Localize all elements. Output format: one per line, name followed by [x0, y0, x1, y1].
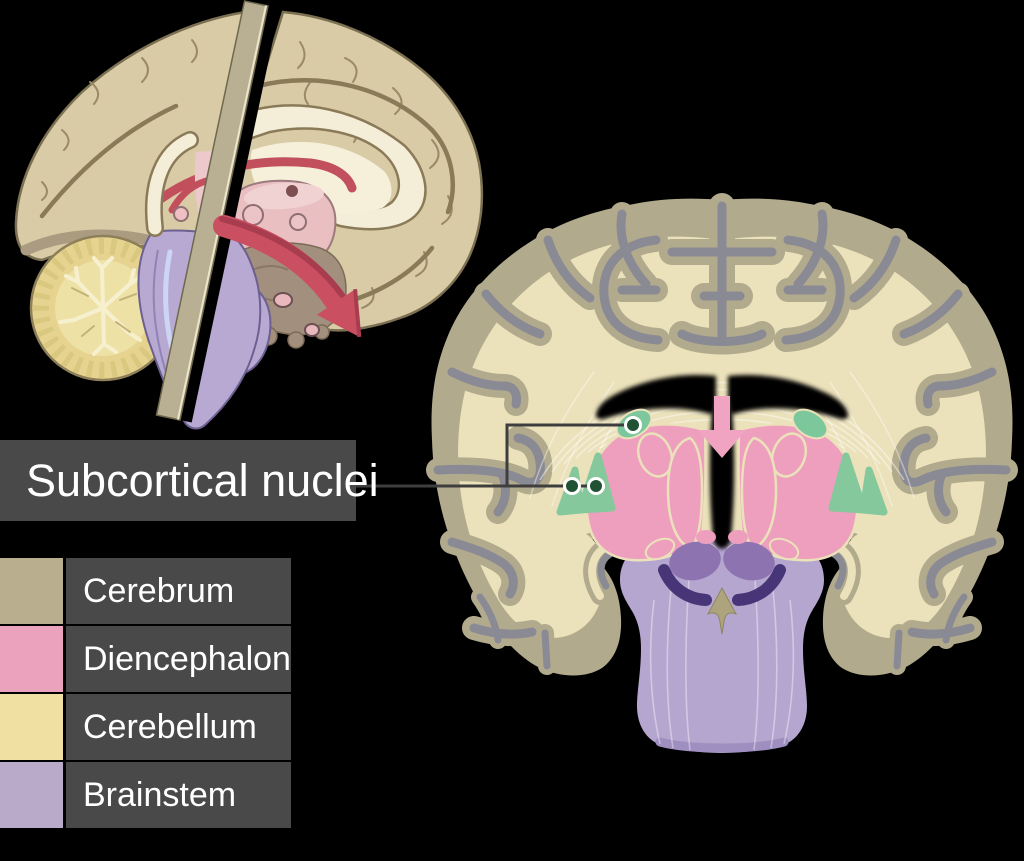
arbor-vitae	[58, 256, 144, 356]
legend-swatch-cerebrum	[0, 558, 63, 624]
legend-label-cerebellum: Cerebellum	[66, 694, 291, 760]
callout-label: Subcortical nuclei	[26, 455, 379, 506]
legend-label-diencephalon: Diencephalon	[66, 626, 291, 692]
leader-endpoint	[624, 416, 642, 434]
leader-endpoints	[563, 416, 642, 495]
cerebellum-folia-lines	[71, 287, 137, 337]
mammillary-area	[696, 530, 716, 544]
coronal-brainstem	[620, 537, 824, 753]
legend-swatch-brainstem	[0, 762, 63, 828]
callout-box: Subcortical nuclei	[0, 440, 379, 521]
legend-row-cerebrum: Cerebrum	[0, 558, 291, 624]
sagittal-brain	[14, 0, 484, 430]
medial-longitudinal-fissure	[659, 193, 785, 355]
leader-lines	[355, 423, 633, 488]
substantia-nigra	[658, 564, 712, 606]
legend-label-brainstem: Brainstem	[66, 762, 291, 828]
legend: Cerebrum Diencephalon Cerebellum Brainst…	[0, 558, 291, 830]
legend-row-diencephalon: Diencephalon	[0, 626, 291, 692]
coronal-cut-plane	[155, 0, 280, 423]
midbrain-nucleus	[669, 541, 721, 581]
down-arrow-icon	[698, 396, 746, 458]
legend-row-cerebellum: Cerebellum	[0, 694, 291, 760]
leader-endpoint	[563, 477, 581, 495]
leader-endpoint	[587, 477, 605, 495]
hypothalamus-oval	[644, 537, 676, 561]
legend-label-cerebrum: Cerebrum	[66, 558, 291, 624]
coronal-brain-section	[426, 193, 1013, 753]
rotation-arrow-icon	[213, 215, 362, 338]
cerebral-aqueduct	[706, 586, 738, 635]
lateral-ventricle	[596, 374, 716, 420]
legend-row-brainstem: Brainstem	[0, 762, 291, 828]
legend-swatch-diencephalon	[0, 626, 63, 692]
legend-swatch-cerebellum	[0, 694, 63, 760]
coronal-sulci-half	[426, 202, 670, 675]
